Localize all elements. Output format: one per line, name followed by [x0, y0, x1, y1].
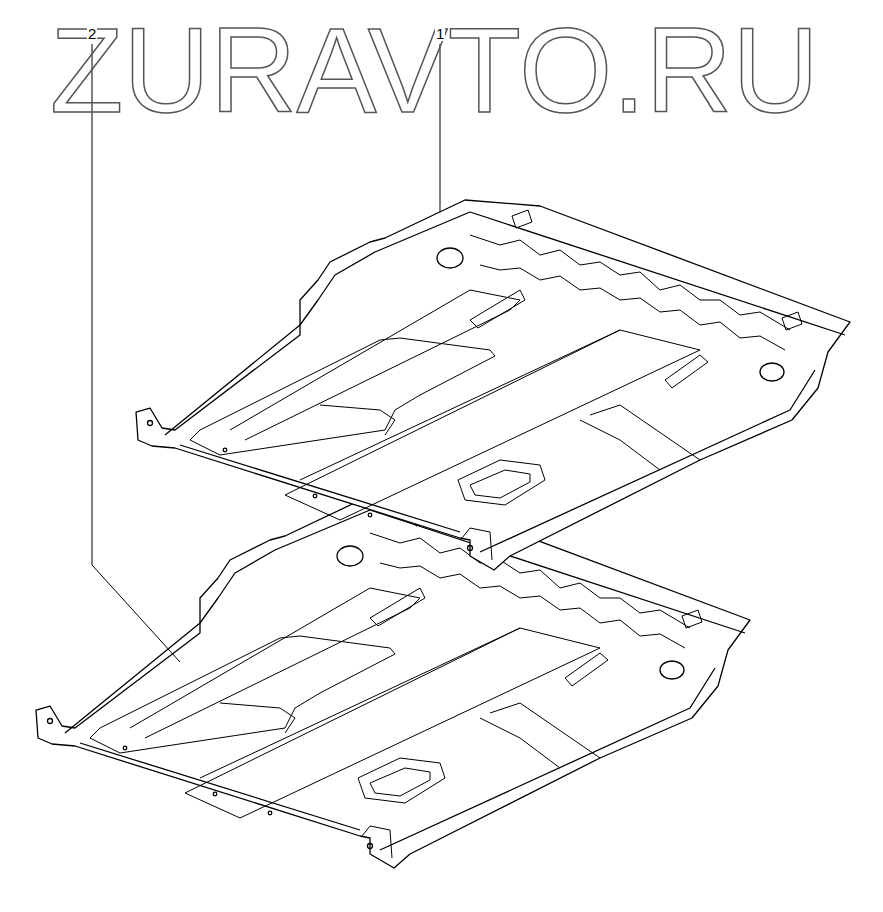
callout-number: 2 [87, 26, 97, 41]
skid-plate-2 [36, 498, 750, 868]
skid-plate-1 [136, 200, 850, 570]
leader-line [92, 44, 180, 662]
callout-number: 1 [435, 26, 445, 41]
